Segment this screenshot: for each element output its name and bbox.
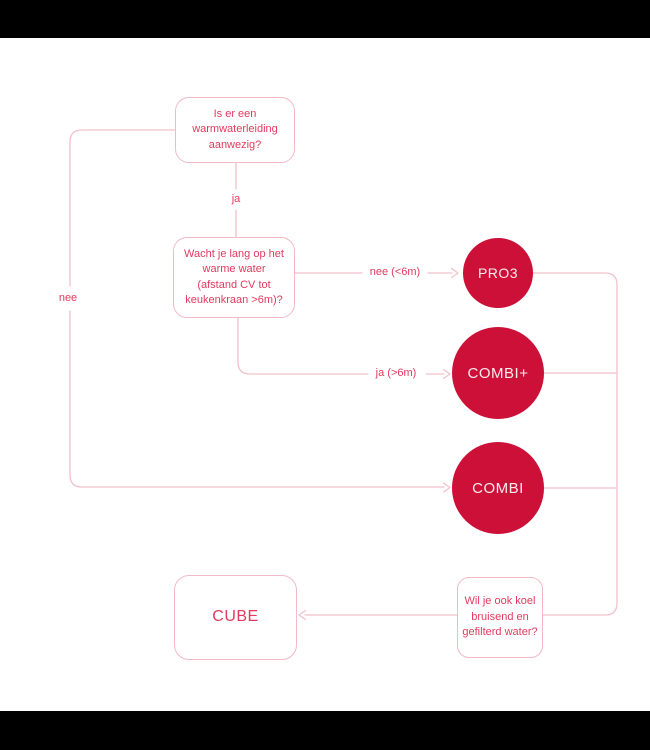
product-circle-combi: COMBI [452, 442, 544, 534]
arrowhead-icon [442, 482, 451, 493]
edge-nee-line [69, 129, 445, 488]
question-text: Is er een warmwaterleiding aanwezig? [192, 107, 278, 151]
product-circle-combi-plus: COMBI+ [452, 327, 544, 419]
question-box-wachttijd: Wacht je lang op het warme water (afstan… [173, 237, 295, 318]
product-label: COMBI+ [467, 364, 529, 382]
question-box-warmwaterleiding: Is er een warmwaterleiding aanwezig? [175, 97, 295, 163]
top-letterbox-bar [0, 0, 650, 38]
product-box-cube: CUBE [174, 575, 297, 660]
product-label: COMBI [472, 479, 524, 497]
question-text: Wacht je lang op het warme water (afstan… [184, 247, 284, 306]
question-text: Wil je ook koel bruisend en gefilterd wa… [462, 595, 538, 639]
arrowhead-icon [298, 609, 307, 621]
product-label: CUBE [212, 608, 259, 626]
edge-pro3-to-q3-line [532, 272, 618, 616]
edge-ja6m-line [237, 317, 445, 375]
bottom-letterbox-bar [0, 711, 650, 750]
question-box-koel-water: Wil je ook koel bruisend en gefilterd wa… [457, 577, 543, 658]
edge-label-nee: nee [58, 292, 78, 304]
arrowhead-icon [450, 267, 459, 279]
edge-label-ja: ja [231, 193, 241, 205]
arrowhead-icon [442, 368, 451, 380]
edge-label-nee-kleiner-6m: nee (<6m) [369, 266, 421, 278]
product-label: PRO3 [477, 265, 519, 281]
edge-label-ja-groter-6m: ja (>6m) [375, 367, 417, 379]
product-circle-pro3: PRO3 [463, 238, 533, 308]
